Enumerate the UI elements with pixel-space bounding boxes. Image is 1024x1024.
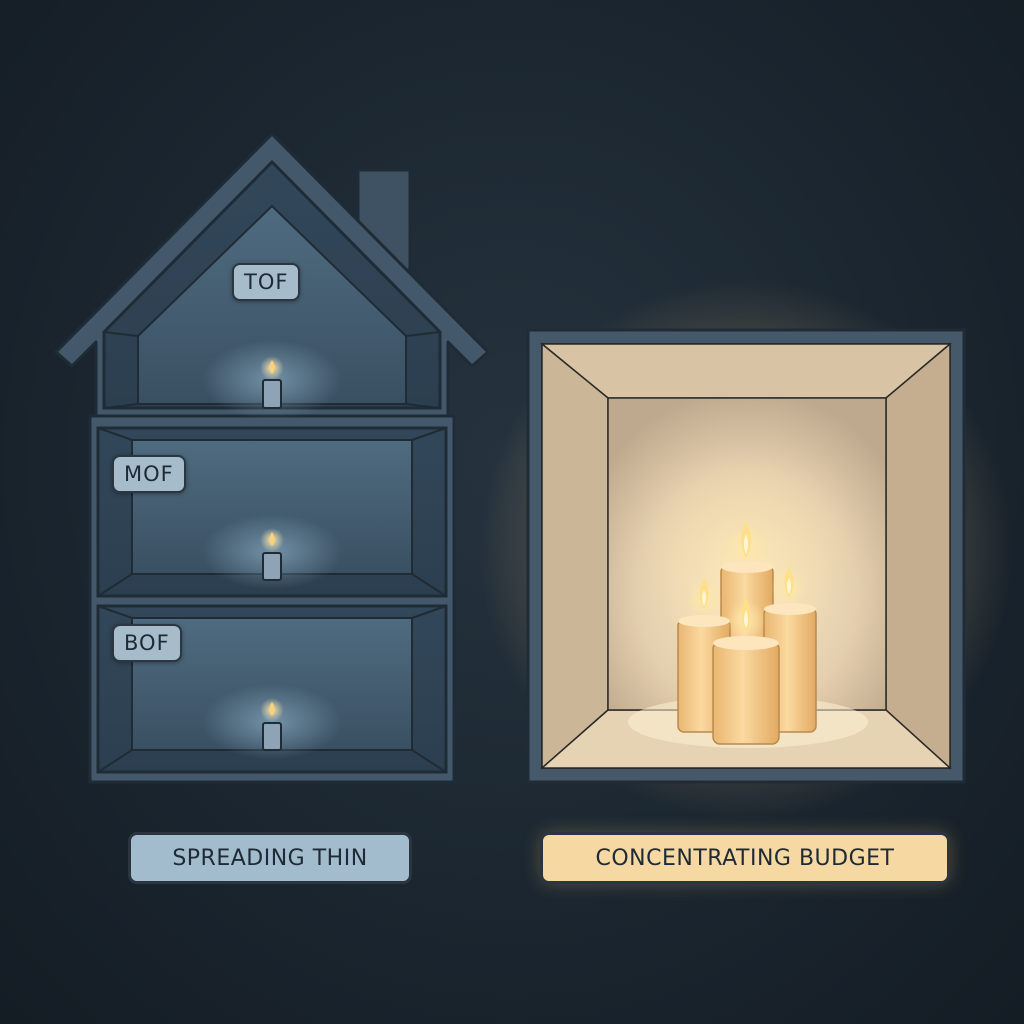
- candle-mof: [202, 514, 342, 590]
- candle-tof: [202, 340, 342, 420]
- floor-label-bof: BOF: [112, 624, 182, 662]
- candle-front: [712, 598, 780, 745]
- caption-concentrating-budget: CONCENTRATING BUDGET: [540, 832, 950, 884]
- caption-spreading-thin: SPREADING THIN: [128, 832, 412, 884]
- floor-label-tof: TOF: [232, 263, 301, 301]
- candle-bof: [202, 684, 342, 760]
- candle-cluster: [628, 450, 868, 748]
- floor-label-mof: MOF: [112, 455, 186, 493]
